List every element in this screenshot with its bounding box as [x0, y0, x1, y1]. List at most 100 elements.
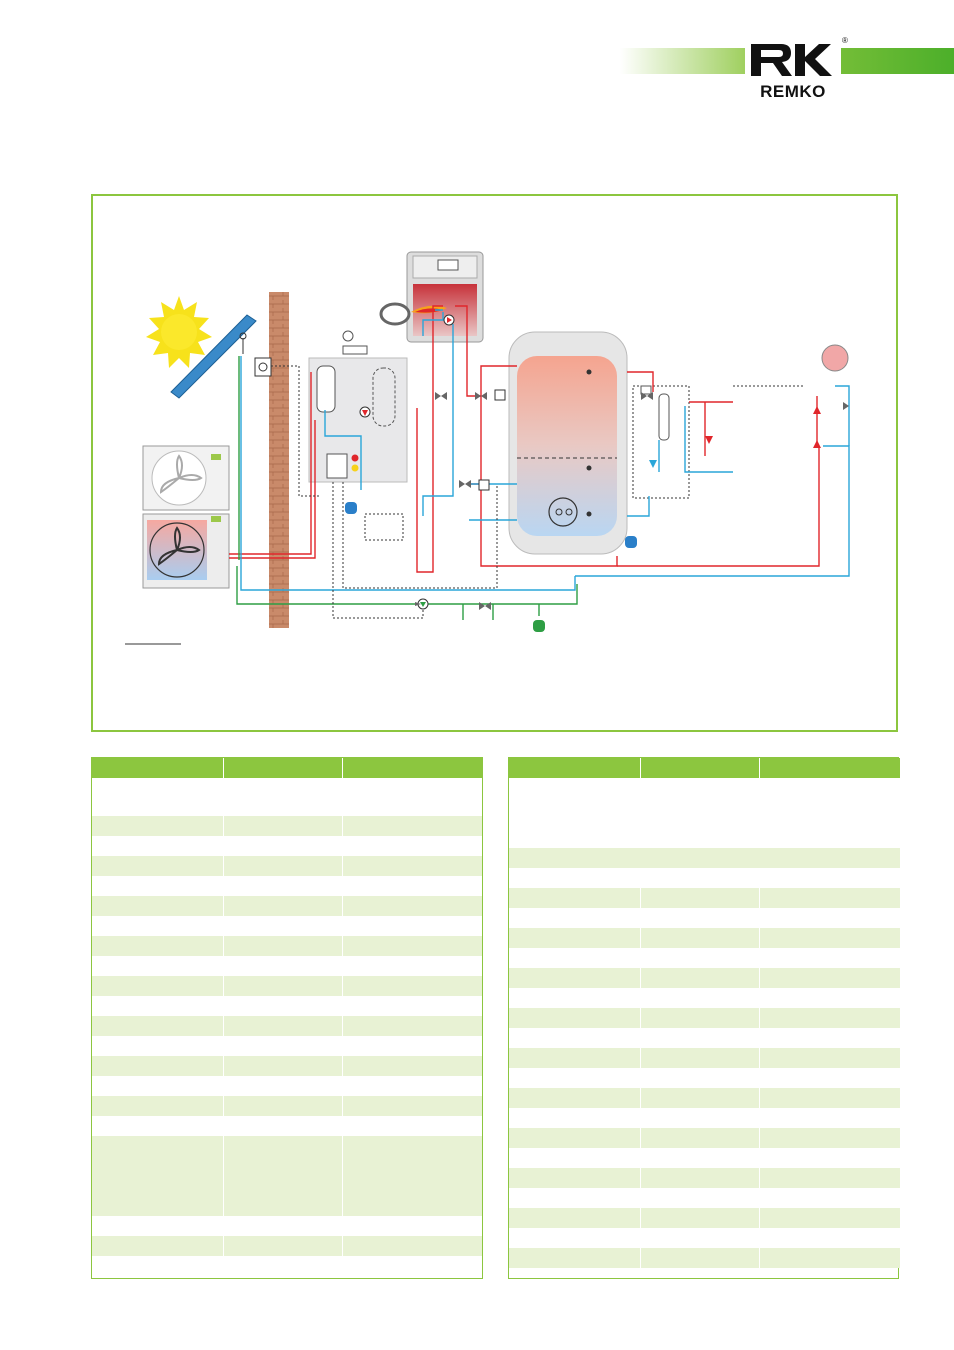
table-row: [509, 1088, 900, 1108]
buffer-sphere-icon: [821, 344, 849, 372]
table-row: [92, 896, 482, 916]
table-cell: [509, 1028, 641, 1048]
table-cell: [509, 1248, 641, 1268]
table-cell: [223, 996, 343, 1016]
table-row: [92, 996, 482, 1016]
table-cell: [223, 936, 343, 956]
table-cell: [342, 856, 482, 876]
table-cell: [509, 1088, 641, 1108]
table-cell: [640, 1148, 760, 1168]
table-cell: [342, 836, 482, 856]
table-row: [92, 936, 482, 956]
table-cell: [92, 956, 224, 976]
table-row: [92, 916, 482, 936]
table-cell: [223, 1016, 343, 1036]
table-cell: [759, 1088, 900, 1108]
control-wiring: [271, 365, 803, 619]
table-cell: [342, 896, 482, 916]
table-cell: [223, 1036, 343, 1056]
table-cell: [92, 976, 224, 996]
table-cell: [759, 1228, 900, 1248]
table-cell: [640, 1088, 760, 1108]
table-cell: [509, 1048, 641, 1068]
table-cell: [92, 816, 224, 836]
table-cell: [640, 948, 760, 968]
table-cell: [92, 1116, 224, 1136]
table-cell: [92, 856, 224, 876]
table-cell: [509, 848, 900, 868]
table-cell: [509, 1208, 641, 1228]
table-cell: [223, 956, 343, 976]
table-cell: [342, 778, 482, 816]
table-row: [92, 778, 482, 816]
table-cell: [92, 1016, 224, 1036]
table-row: [92, 856, 482, 876]
table-cell: [509, 1068, 641, 1088]
table-row: [92, 1076, 482, 1096]
table-cell: [509, 968, 641, 988]
table-cell: [640, 908, 760, 928]
table-row: [509, 1148, 900, 1168]
left-table: [91, 757, 483, 1279]
right-table-col-header: [509, 758, 641, 778]
table-cell: [509, 908, 641, 928]
table-row: [92, 1016, 482, 1036]
table-cell: [92, 1136, 224, 1216]
table-cell: [640, 888, 760, 908]
table-row: [92, 1096, 482, 1116]
table-row: [509, 848, 900, 868]
table-cell: [92, 1096, 224, 1116]
table-cell: [223, 1136, 343, 1216]
table-cell: [640, 968, 760, 988]
table-cell: [509, 868, 641, 888]
table-cell: [342, 1216, 482, 1236]
left-table-header: [92, 758, 482, 778]
table-cell: [223, 1216, 343, 1236]
table-cell: [223, 836, 343, 856]
table-cell: [759, 1008, 900, 1028]
brand-logo: REMKO: [745, 38, 841, 102]
table-cell: [640, 1168, 760, 1188]
table-cell: [640, 928, 760, 948]
table-cell: [509, 778, 641, 848]
table-row: [92, 1036, 482, 1056]
table-row: [509, 1068, 900, 1088]
right-table-grid: [509, 758, 900, 1268]
valve-icon: [415, 392, 849, 610]
table-row: [92, 956, 482, 976]
left-table-col-header: [223, 758, 343, 778]
table-cell: [223, 816, 343, 836]
mixing-valve-actuator: [478, 479, 490, 491]
remko-logo-mark-icon: [747, 42, 839, 78]
table-cell: [92, 896, 224, 916]
table-cell: [759, 1068, 900, 1088]
table-cell: [223, 1116, 343, 1136]
table-cell: [759, 968, 900, 988]
hydraulic-diagram: [91, 194, 898, 732]
table-cell: [509, 1228, 641, 1248]
table-cell: [759, 1208, 900, 1228]
table-cell: [223, 876, 343, 896]
right-table-col-header: [759, 758, 900, 778]
table-cell: [509, 1128, 641, 1148]
return-pipes: [240, 309, 850, 591]
table-cell: [342, 916, 482, 936]
table-cell: [759, 1148, 900, 1168]
table-cell: [759, 888, 900, 908]
table-cell: [640, 1128, 760, 1148]
table-row: [509, 1168, 900, 1188]
table-cell: [92, 1236, 224, 1256]
table-cell: [759, 868, 900, 888]
table-row: [92, 976, 482, 996]
table-cell: [92, 916, 224, 936]
table-cell: [92, 1076, 224, 1096]
table-cell: [509, 1108, 641, 1128]
table-row: [509, 888, 900, 908]
table-cell: [342, 956, 482, 976]
table-row: [509, 1108, 900, 1128]
table-cell: [92, 1216, 224, 1236]
table-cell: [342, 1076, 482, 1096]
right-table-header: [509, 758, 900, 778]
table-row: [92, 1056, 482, 1076]
table-cell: [640, 1068, 760, 1088]
